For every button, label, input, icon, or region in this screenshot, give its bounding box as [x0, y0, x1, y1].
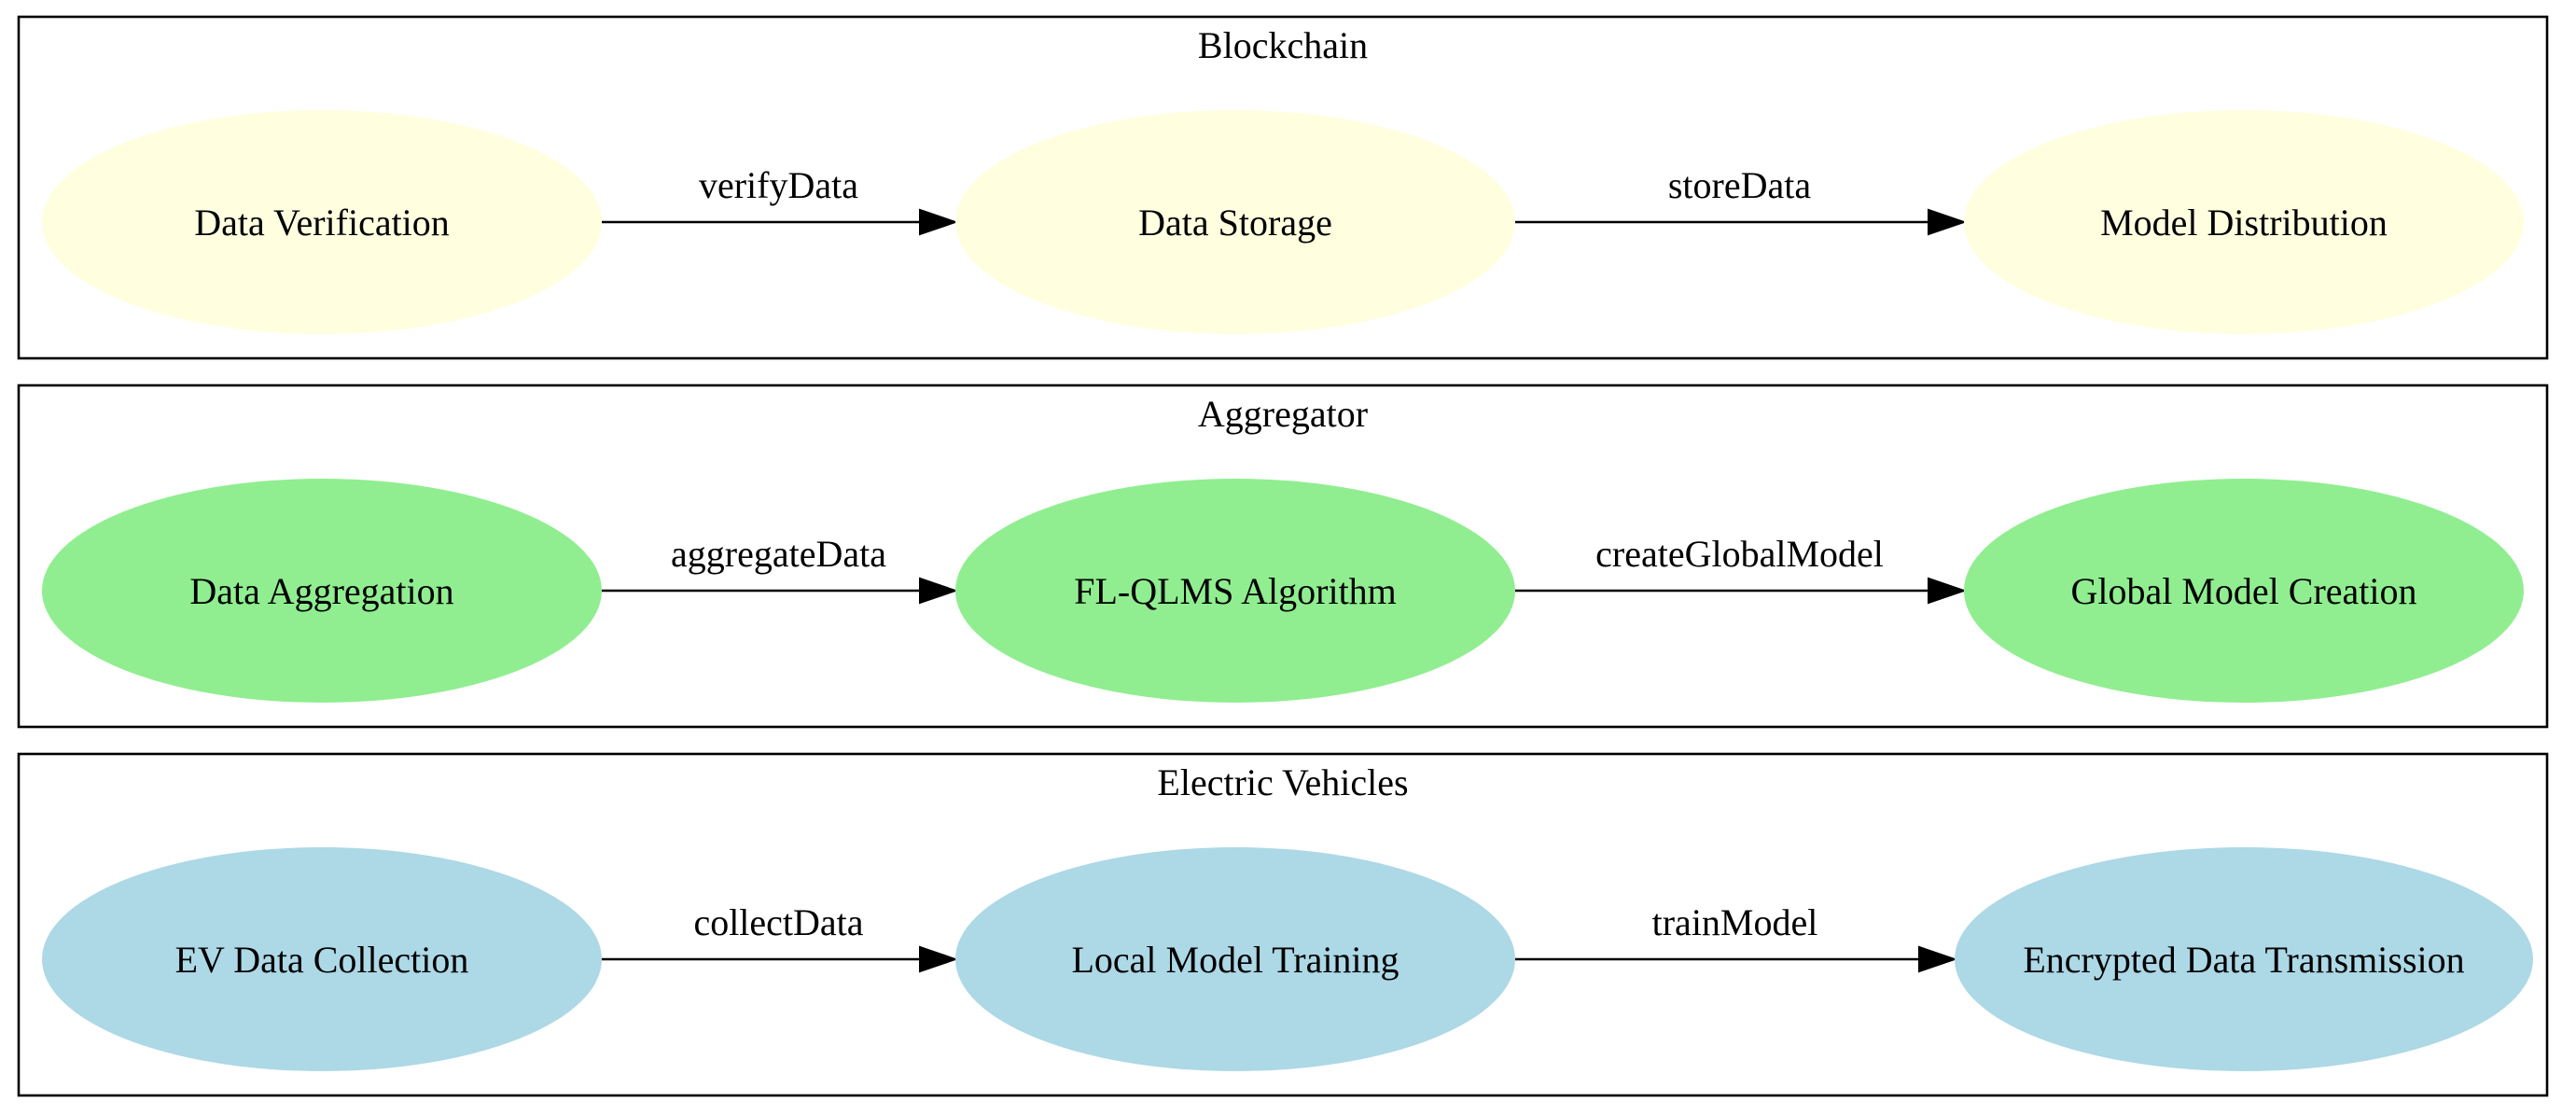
- node-global-model-creation-label: Global Model Creation: [2070, 570, 2416, 612]
- cluster-electric-vehicles: Electric Vehicles collectData trainModelEV…: [17, 752, 2549, 1097]
- edge-local-model-training-to-encrypted-data-transmission: trainModel: [1515, 901, 1958, 973]
- node-local-model-training-ellipse: [955, 847, 1515, 1071]
- edge-label: storeData: [1668, 164, 1812, 206]
- edge-label: verifyData: [699, 164, 858, 206]
- node-model-distribution: Model Distribution: [1964, 110, 2524, 334]
- edge-ev-data-collection-to-local-model-training: collectData: [602, 901, 959, 973]
- node-model-distribution-ellipse: [1964, 110, 2524, 334]
- node-ev-data-collection-label: EV Data Collection: [175, 939, 469, 981]
- node-model-distribution-label: Model Distribution: [2100, 202, 2388, 244]
- arrowhead-icon: [919, 208, 959, 236]
- node-data-storage-ellipse: [955, 110, 1515, 334]
- edge-label: aggregateData: [671, 533, 886, 575]
- arrowhead-icon: [1928, 577, 1968, 605]
- edge-fl-qlms-algorithm-to-global-model-creation: createGlobalModel: [1515, 533, 1968, 605]
- node-data-storage-label: Data Storage: [1138, 202, 1332, 244]
- node-global-model-creation-ellipse: [1964, 479, 2524, 703]
- node-local-model-training-label: Local Model Training: [1071, 939, 1399, 981]
- node-fl-qlms-algorithm-ellipse: [955, 479, 1515, 703]
- arrowhead-icon: [919, 577, 959, 605]
- node-data-storage: Data Storage: [955, 110, 1515, 334]
- node-fl-qlms-algorithm: FL-QLMS Algorithm: [955, 479, 1515, 703]
- cluster-aggregator-title: Aggregator: [1198, 393, 1368, 435]
- cluster-aggregator: Aggregator aggregateData createGlobalModel…: [17, 384, 2549, 729]
- edge-data-storage-to-model-distribution: storeData: [1515, 164, 1968, 236]
- edge-label: collectData: [693, 901, 863, 943]
- node-local-model-training: Local Model Training: [955, 847, 1515, 1071]
- edge-data-aggregation-to-fl-qlms-algorithm: aggregateData: [602, 533, 959, 605]
- node-data-aggregation: Data Aggregation: [42, 479, 602, 703]
- node-encrypted-data-transmission-ellipse: [1955, 847, 2533, 1071]
- arrowhead-icon: [1918, 945, 1958, 973]
- cluster-electric-vehicles-title: Electric Vehicles: [1157, 761, 1408, 803]
- node-data-aggregation-label: Data Aggregation: [189, 570, 453, 612]
- arrowhead-icon: [1928, 208, 1968, 236]
- node-data-verification-label: Data Verification: [194, 202, 450, 244]
- node-ev-data-collection-ellipse: [42, 847, 602, 1071]
- edge-data-verification-to-data-storage: verifyData: [602, 164, 959, 236]
- node-data-aggregation-ellipse: [42, 479, 602, 703]
- node-fl-qlms-algorithm-label: FL-QLMS Algorithm: [1074, 570, 1397, 612]
- node-encrypted-data-transmission: Encrypted Data Transmission: [1955, 847, 2533, 1071]
- edge-label: createGlobalModel: [1595, 533, 1884, 575]
- cluster-blockchain-title: Blockchain: [1198, 24, 1368, 66]
- node-encrypted-data-transmission-label: Encrypted Data Transmission: [2023, 939, 2464, 981]
- node-data-verification-ellipse: [42, 110, 602, 334]
- node-ev-data-collection: EV Data Collection: [42, 847, 602, 1071]
- arrowhead-icon: [919, 945, 959, 973]
- node-global-model-creation: Global Model Creation: [1964, 479, 2524, 703]
- edge-label: trainModel: [1652, 901, 1818, 943]
- node-data-verification: Data Verification: [42, 110, 602, 334]
